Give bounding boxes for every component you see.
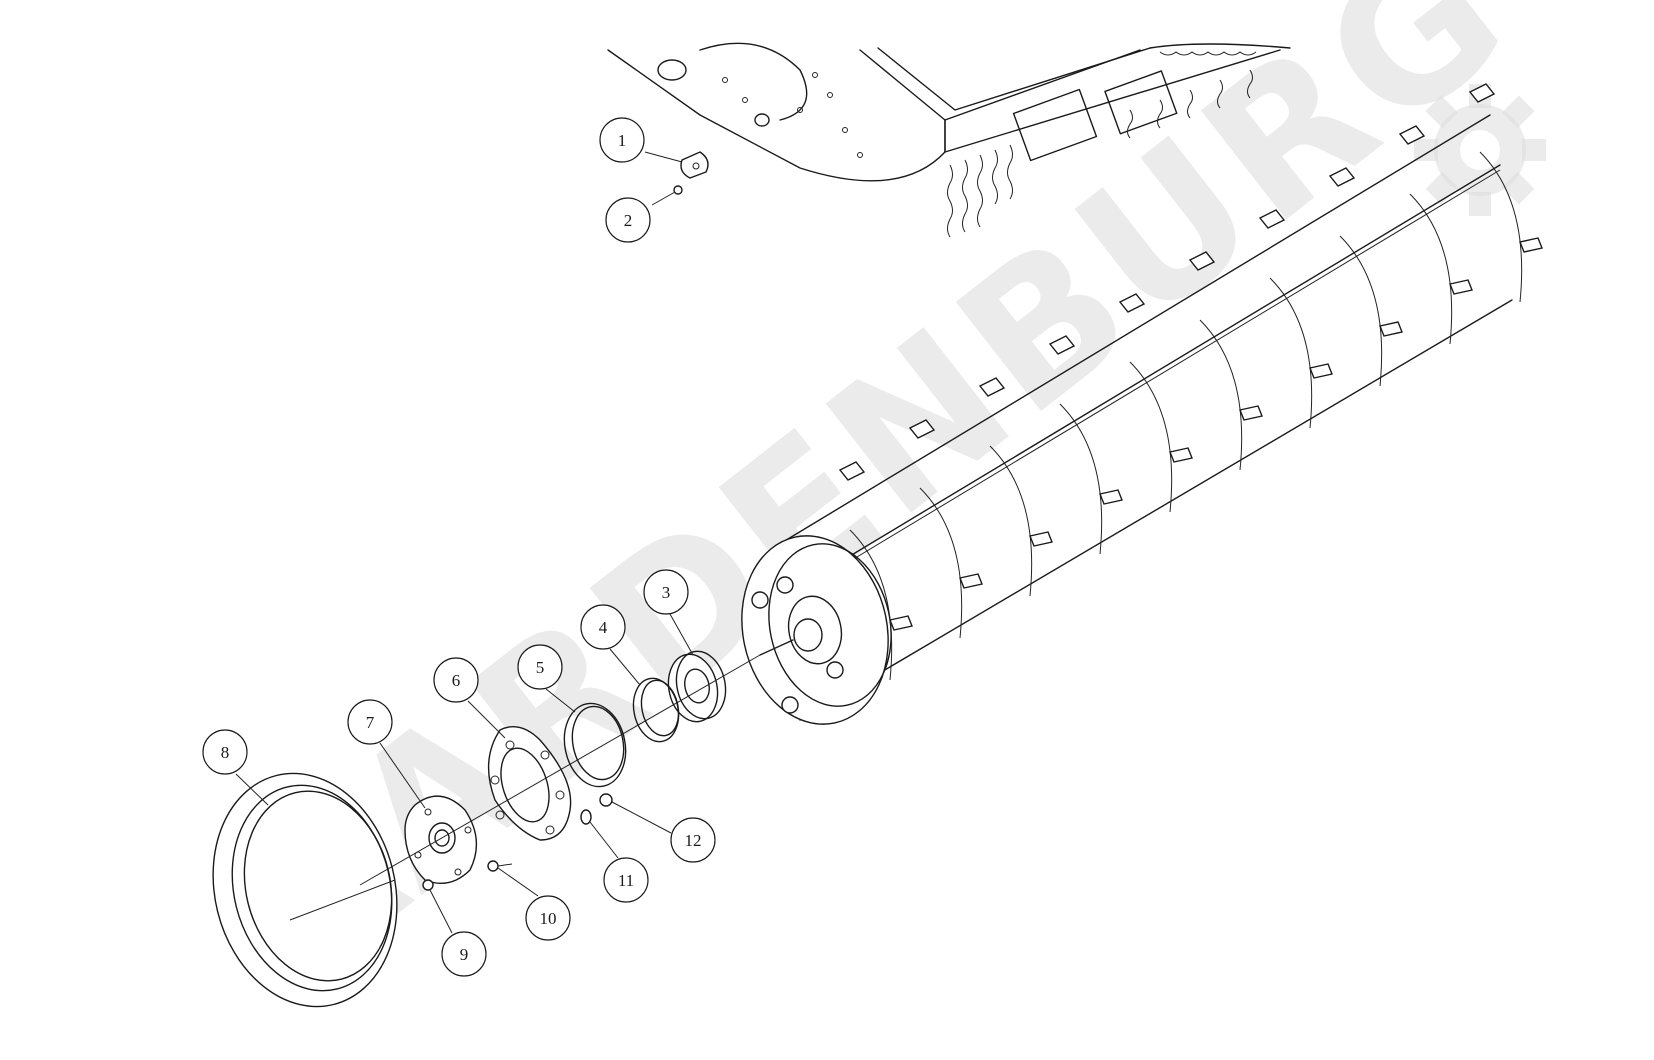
callout-number-11: 11 bbox=[618, 871, 634, 890]
part-1-plate bbox=[680, 151, 709, 179]
callout-leader-6 bbox=[467, 700, 506, 739]
callout-4: 4 bbox=[580, 604, 641, 686]
drum-segment bbox=[1409, 193, 1453, 345]
callout-number-10: 10 bbox=[540, 909, 557, 928]
flail-blade bbox=[1188, 251, 1216, 271]
callout-leader-11 bbox=[589, 821, 619, 859]
flail-blade bbox=[1468, 83, 1496, 103]
drum-segment bbox=[989, 445, 1033, 597]
callout-10: 10 bbox=[497, 867, 571, 941]
callout-leader-12 bbox=[611, 801, 672, 834]
part-3-bearing bbox=[667, 650, 727, 723]
flail-blade bbox=[838, 461, 866, 481]
callout-circle-11 bbox=[603, 857, 649, 903]
assembly-axis bbox=[359, 654, 761, 886]
callout-number-3: 3 bbox=[662, 583, 671, 602]
callout-circle-4 bbox=[580, 604, 626, 650]
drum-segment bbox=[1269, 277, 1313, 429]
part-9-bolt bbox=[422, 879, 434, 891]
callout-leader-4 bbox=[609, 648, 641, 686]
callout-9: 9 bbox=[429, 889, 487, 977]
flail-blade bbox=[1048, 335, 1076, 355]
callout-circle-9 bbox=[441, 931, 487, 977]
callout-circle-8 bbox=[202, 729, 248, 775]
callout-number-2: 2 bbox=[624, 211, 633, 230]
callout-7: 7 bbox=[347, 699, 426, 809]
drum-segment bbox=[1059, 403, 1103, 555]
callout-leader-5 bbox=[545, 688, 576, 713]
flail-blade bbox=[1118, 293, 1146, 313]
gear-icon bbox=[1414, 84, 1546, 216]
part-12-nut bbox=[599, 793, 613, 807]
flail-blade bbox=[1519, 237, 1543, 253]
callout-6: 6 bbox=[433, 657, 506, 739]
callout-number-12: 12 bbox=[685, 831, 702, 850]
callout-circle-12 bbox=[670, 817, 716, 863]
callout-circle-7 bbox=[347, 699, 393, 745]
callout-circle-3 bbox=[643, 569, 689, 615]
flail-blade bbox=[908, 419, 936, 439]
flail-blade bbox=[1379, 321, 1403, 337]
flail-blade bbox=[1309, 363, 1333, 379]
callout-12: 12 bbox=[611, 801, 716, 863]
part-4-circlip bbox=[632, 677, 680, 743]
callout-circle-1 bbox=[599, 117, 645, 163]
machine-housing bbox=[607, 42, 1291, 238]
rotor-drum bbox=[741, 83, 1543, 725]
part-7-flange-bearing bbox=[404, 795, 478, 884]
callout-leader-1 bbox=[644, 151, 683, 163]
callout-3: 3 bbox=[643, 569, 694, 656]
drum-segment bbox=[1479, 151, 1523, 303]
flail-blade bbox=[1239, 405, 1263, 421]
drum-segment bbox=[849, 529, 893, 681]
flail-blade bbox=[1398, 125, 1426, 145]
callout-number-1: 1 bbox=[618, 131, 627, 150]
part-2-bolt bbox=[673, 185, 683, 195]
callout-circle-5 bbox=[517, 644, 563, 690]
callout-number-5: 5 bbox=[536, 658, 545, 677]
callout-2: 2 bbox=[605, 191, 676, 243]
callout-5: 5 bbox=[517, 644, 576, 713]
callout-number-9: 9 bbox=[460, 945, 469, 964]
callout-11: 11 bbox=[589, 821, 649, 903]
part-10-bolt bbox=[487, 860, 513, 872]
flail-blade bbox=[1099, 489, 1123, 505]
callout-number-4: 4 bbox=[599, 618, 608, 637]
callout-leader-2 bbox=[651, 191, 676, 206]
drum-segment bbox=[919, 487, 963, 639]
callout-number-6: 6 bbox=[452, 671, 461, 690]
callout-leader-8 bbox=[235, 773, 269, 806]
callout-leader-7 bbox=[379, 742, 426, 809]
flail-blade bbox=[978, 377, 1006, 397]
callout-leader-10 bbox=[497, 867, 539, 897]
callout-circle-6 bbox=[433, 657, 479, 703]
watermark: AARDENBURG bbox=[192, 0, 1548, 1025]
callout-leader-3 bbox=[669, 613, 694, 656]
flail-blade bbox=[959, 573, 983, 589]
drum-segment bbox=[1199, 319, 1243, 471]
callout-circle-2 bbox=[605, 197, 651, 243]
flail-blade bbox=[889, 615, 913, 631]
flail-blade bbox=[1169, 447, 1193, 463]
drum-segment bbox=[1339, 235, 1383, 387]
part-11-washer bbox=[580, 809, 592, 825]
callout-8: 8 bbox=[202, 729, 269, 806]
callout-circle-10 bbox=[525, 895, 571, 941]
flail-blade bbox=[1449, 279, 1473, 295]
drum-segment bbox=[1129, 361, 1173, 513]
part-5-ring bbox=[563, 702, 627, 788]
flail-blade bbox=[1328, 167, 1356, 187]
watermark-text: AARDENBURG bbox=[192, 0, 1548, 1025]
callout-leader-9 bbox=[429, 889, 453, 934]
callout-number-8: 8 bbox=[221, 743, 230, 762]
flail-blade bbox=[1258, 209, 1286, 229]
callout-1: 1 bbox=[599, 117, 683, 163]
callout-number-7: 7 bbox=[366, 713, 375, 732]
flail-blade bbox=[1029, 531, 1053, 547]
